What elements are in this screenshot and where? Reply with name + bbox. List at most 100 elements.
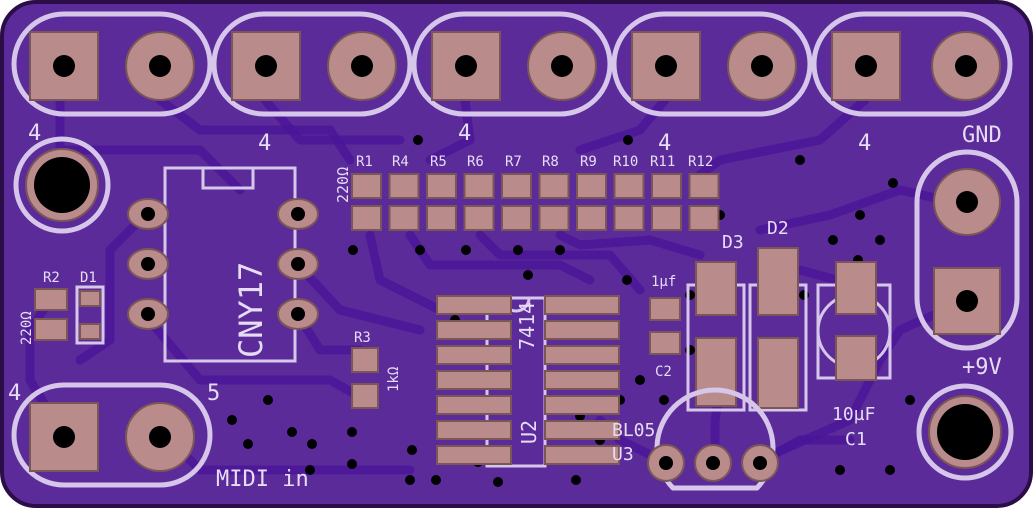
via: [305, 465, 315, 475]
midi-terminal-label-right: 5: [207, 381, 220, 406]
diode-d2: D2: [748, 218, 808, 412]
resistor-pad: [538, 173, 570, 199]
c1-value: 10µF: [832, 404, 875, 425]
resistor-pad: [426, 173, 457, 199]
via: [461, 245, 471, 255]
via: [571, 475, 581, 485]
terminal-3-label: 4: [458, 121, 471, 146]
ic-pin-pad: [436, 295, 512, 315]
resistor-ref-r12: R12: [688, 154, 713, 170]
r2-ref: R2: [43, 270, 60, 286]
optocoupler-cny17: CNY17: [127, 166, 319, 363]
terminal-block-2: [211, 11, 413, 117]
midi-in-label: MIDI in: [216, 467, 309, 492]
regulator-u3: BL05 U3: [612, 387, 779, 491]
via: [875, 235, 885, 245]
via: [493, 477, 503, 487]
ic-pin-pad: [436, 370, 512, 390]
resistor-pad: [501, 205, 532, 231]
resistor-ref-r1: R1: [356, 154, 373, 170]
resistor-ref-r11: R11: [650, 154, 675, 170]
ic-part-label: 7414: [515, 302, 539, 350]
via: [835, 465, 845, 475]
terminal-block-3: [411, 11, 613, 117]
via: [413, 135, 423, 145]
via: [905, 395, 915, 405]
ic-pin-pad: [544, 420, 620, 440]
ic-ref-label: U2: [517, 420, 541, 444]
resistor-pad: [576, 205, 607, 231]
via: [431, 475, 441, 485]
terminal-block-5: [811, 11, 1013, 117]
via: [287, 427, 297, 437]
reg-ref-label: U3: [612, 444, 634, 465]
d3-ref: D3: [722, 232, 744, 253]
via: [635, 375, 645, 385]
resistor-array: 220Ω R1 R4 R5 R6 R7 R8 R9 R10 R11 R12: [334, 154, 720, 231]
resistor-ref-r7: R7: [505, 154, 522, 170]
ic-pin-pad: [436, 420, 512, 440]
ic-pin-pad: [544, 445, 620, 465]
via: [348, 245, 358, 255]
resistor-pad: [388, 173, 420, 199]
ic-pin-pad: [436, 395, 512, 415]
resistor-ref-r6: R6: [467, 154, 484, 170]
gnd-label: GND: [962, 123, 1002, 148]
terminal-4-label: 4: [658, 131, 671, 156]
capacitor-c1: 10µF C1: [816, 261, 892, 450]
resistor-pad: [613, 205, 645, 231]
resistor-ref-r4: R4: [392, 154, 409, 170]
c1-ref: C1: [845, 429, 867, 450]
ic-pin-pad: [544, 370, 620, 390]
resistor-pad: [463, 205, 495, 231]
c2-value: 1µf: [651, 274, 676, 290]
via: [307, 439, 317, 449]
via: [243, 439, 253, 449]
r3-ref: R3: [354, 330, 371, 346]
resistor-ref-r10: R10: [613, 154, 638, 170]
via: [622, 275, 632, 285]
resistor-ref-r5: R5: [430, 154, 447, 170]
midi-in-terminal: [11, 382, 213, 488]
via: [828, 235, 838, 245]
terminal-block-1: [11, 11, 213, 117]
capacitor-c2: 1µf C2: [649, 274, 681, 380]
via: [885, 465, 895, 475]
resistor-pad: [538, 205, 570, 231]
via: [347, 427, 357, 437]
diode-d1: D1: [75, 270, 105, 345]
terminal-5-label: 4: [858, 131, 871, 156]
resistor-pad: [688, 173, 720, 199]
resistor-array-value: 220Ω: [334, 167, 352, 203]
ic-pin-pad: [544, 395, 620, 415]
resistor-r2: R2 220Ω: [19, 270, 68, 345]
via: [347, 459, 357, 469]
d2-ref: D2: [767, 218, 789, 239]
resistor-pad: [351, 173, 382, 199]
resistor-pad: [351, 205, 382, 231]
via: [415, 245, 425, 255]
ic-pin-pad: [436, 345, 512, 365]
ic-pin-pad: [436, 320, 512, 340]
resistor-ref-r9: R9: [580, 154, 597, 170]
via: [523, 270, 533, 280]
via: [405, 475, 415, 485]
c2-ref: C2: [655, 364, 672, 380]
midi-terminal-label-left: 4: [8, 381, 21, 406]
mounting-hole-bottom-right: [916, 383, 1014, 481]
ic-pin-pad: [544, 320, 620, 340]
reg-part-label: BL05: [612, 420, 655, 441]
via: [407, 445, 417, 455]
via: [795, 155, 805, 165]
ic-pin-pad: [436, 445, 512, 465]
diode-d3: D3: [686, 232, 746, 412]
ic-7414: 7414 U2: [436, 295, 620, 468]
ic-pin-pad: [544, 345, 620, 365]
resistor-pad: [501, 173, 532, 199]
resistor-pad: [463, 173, 495, 199]
terminal-block-4: [611, 11, 813, 117]
terminal-2-label: 4: [258, 131, 271, 156]
power-connector-9v: [914, 149, 1020, 351]
via: [623, 135, 633, 145]
